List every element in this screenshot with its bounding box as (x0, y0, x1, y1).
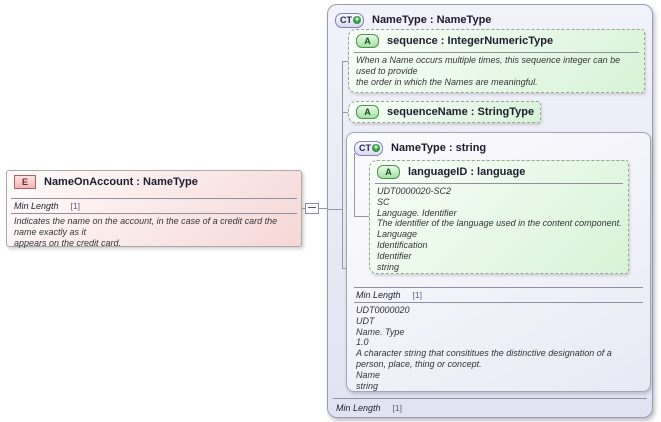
attribute-header: A languageID : language (370, 161, 628, 183)
complextype-icon: CT + (354, 140, 383, 156)
plus-icon: + (372, 142, 380, 152)
collapse-toggle[interactable] (305, 203, 319, 214)
complextype-header: CT + NameType : NameType (328, 9, 652, 31)
attribute-description: When a Name occurs multiple times, this … (356, 55, 621, 87)
complextype-title: NameType : NameType (372, 14, 492, 26)
attribute-header: A sequence : IntegerNumericType (349, 30, 644, 52)
element-icon: E (14, 175, 36, 189)
attribute-title: languageID : language (408, 166, 526, 178)
tree-line (342, 61, 343, 269)
divider (354, 52, 639, 53)
tree-line (342, 268, 347, 269)
element-box-nameonaccount[interactable]: E NameOnAccount : NameType Min Length [1… (6, 170, 302, 248)
divider (354, 302, 643, 303)
facet-value: [1] (70, 201, 80, 211)
facet-label: Min Length (356, 290, 401, 300)
attribute-box-sequencename[interactable]: A sequenceName : StringType (348, 101, 541, 123)
tree-line (342, 112, 349, 113)
facet-min-length: Min Length [1] (14, 201, 80, 212)
facet-label: Min Length (14, 201, 59, 211)
divider (333, 398, 647, 399)
tree-line (354, 153, 355, 217)
complextype-icon: CT + (335, 12, 364, 28)
attribute-header: A sequenceName : StringType (349, 102, 540, 122)
attribute-description: UDT0000020-SC2 SC Language. Identifier T… (377, 186, 622, 272)
attribute-icon: A (356, 105, 379, 119)
attribute-title: sequenceName : StringType (387, 106, 535, 118)
attribute-box-languageid[interactable]: A languageID : language UDT0000020-SC2 S… (369, 160, 629, 274)
tree-line (342, 61, 349, 62)
tree-line (328, 209, 342, 210)
element-title: NameOnAccount : NameType (44, 176, 198, 188)
complextype-header: CT + NameType : string (347, 137, 650, 159)
facet-value: [1] (392, 403, 402, 413)
facet-min-length: Min Length [1] (336, 403, 402, 414)
complextype-description: UDT0000020 UDT Name. Type 1.0 A characte… (356, 305, 612, 391)
facet-value: [1] (412, 290, 422, 300)
facet-min-length: Min Length [1] (356, 290, 422, 301)
divider (11, 198, 297, 199)
plus-icon: + (353, 14, 361, 24)
attribute-icon: A (356, 34, 379, 48)
element-description: Indicates the name on the account, in th… (14, 216, 278, 248)
complextype-title: NameType : string (391, 142, 487, 154)
complextype-icon-label: CT (340, 15, 352, 25)
divider (375, 183, 623, 184)
facet-label: Min Length (336, 403, 381, 413)
divider (354, 287, 643, 288)
divider (11, 213, 297, 214)
complextype-icon-label: CT (359, 143, 371, 153)
tree-line (354, 216, 369, 217)
attribute-title: sequence : IntegerNumericType (387, 35, 554, 47)
attribute-box-sequence[interactable]: A sequence : IntegerNumericType When a N… (348, 29, 645, 93)
complextype-box-nametype-string[interactable]: CT + NameType : string A languageID : la… (346, 132, 651, 392)
element-header: E NameOnAccount : NameType (7, 171, 301, 193)
attribute-icon: A (377, 165, 400, 179)
complextype-box-nametype[interactable]: CT + NameType : NameType A sequence : In… (327, 4, 653, 418)
